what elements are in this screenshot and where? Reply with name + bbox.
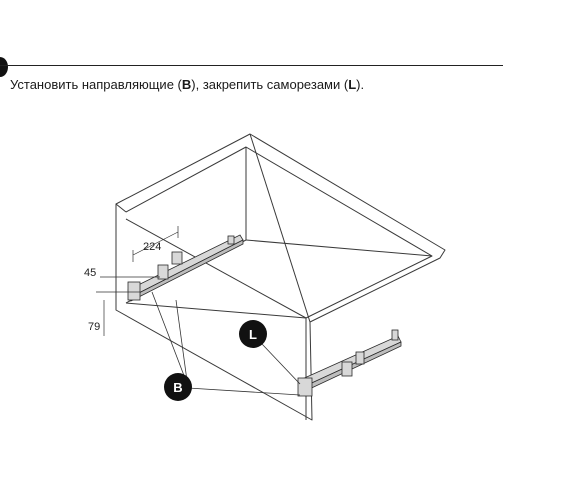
cabinet-corner-edge <box>115 203 127 213</box>
screw-code: L <box>348 77 357 92</box>
callout-screws: L <box>239 320 267 348</box>
right-rail-rear-bracket <box>355 351 365 365</box>
right-rail-end-bracket <box>391 329 399 341</box>
callout-rails-label: B <box>173 380 182 395</box>
left-rail-mid-bracket <box>157 264 169 280</box>
instruction-suffix: ). <box>356 77 365 92</box>
cabinet-back-panel <box>125 147 247 304</box>
cabinet-floor-rear-edge <box>245 239 433 257</box>
cabinet-inner-opening <box>125 146 433 319</box>
instruction-middle: ), закрепить саморезами ( <box>191 77 349 92</box>
cabinet-top-edge <box>249 133 311 323</box>
callout-leader-rails <box>151 291 301 396</box>
cabinet-floor-front-edge <box>125 302 307 319</box>
dimension-label-length: 224 <box>143 241 161 253</box>
left-rail-end-bracket <box>227 235 235 245</box>
rail-code: B <box>181 77 192 92</box>
right-slide-rail <box>297 329 402 397</box>
left-rail-front-bracket <box>127 281 141 301</box>
right-rail-front-bracket <box>297 377 313 397</box>
dimension-line-vertical <box>96 291 140 336</box>
cabinet-outline <box>115 133 446 421</box>
dimension-label-horizontal: 45 <box>84 267 96 279</box>
instruction-text: Установить направляющие (B), закрепить с… <box>10 77 364 92</box>
left-rail-rear-bracket <box>171 251 183 265</box>
dimension-line-length <box>132 226 179 262</box>
right-rail-mid-bracket <box>341 361 353 377</box>
instruction-prefix: Установить направляющие ( <box>10 77 182 92</box>
section-divider <box>0 65 503 66</box>
callout-rails: B <box>164 373 192 401</box>
left-slide-rail <box>127 234 244 302</box>
dimension-label-vertical: 79 <box>88 321 100 333</box>
callout-screws-label: L <box>249 327 257 342</box>
step-number-badge <box>0 57 8 77</box>
callout-leader-screws <box>261 343 301 385</box>
